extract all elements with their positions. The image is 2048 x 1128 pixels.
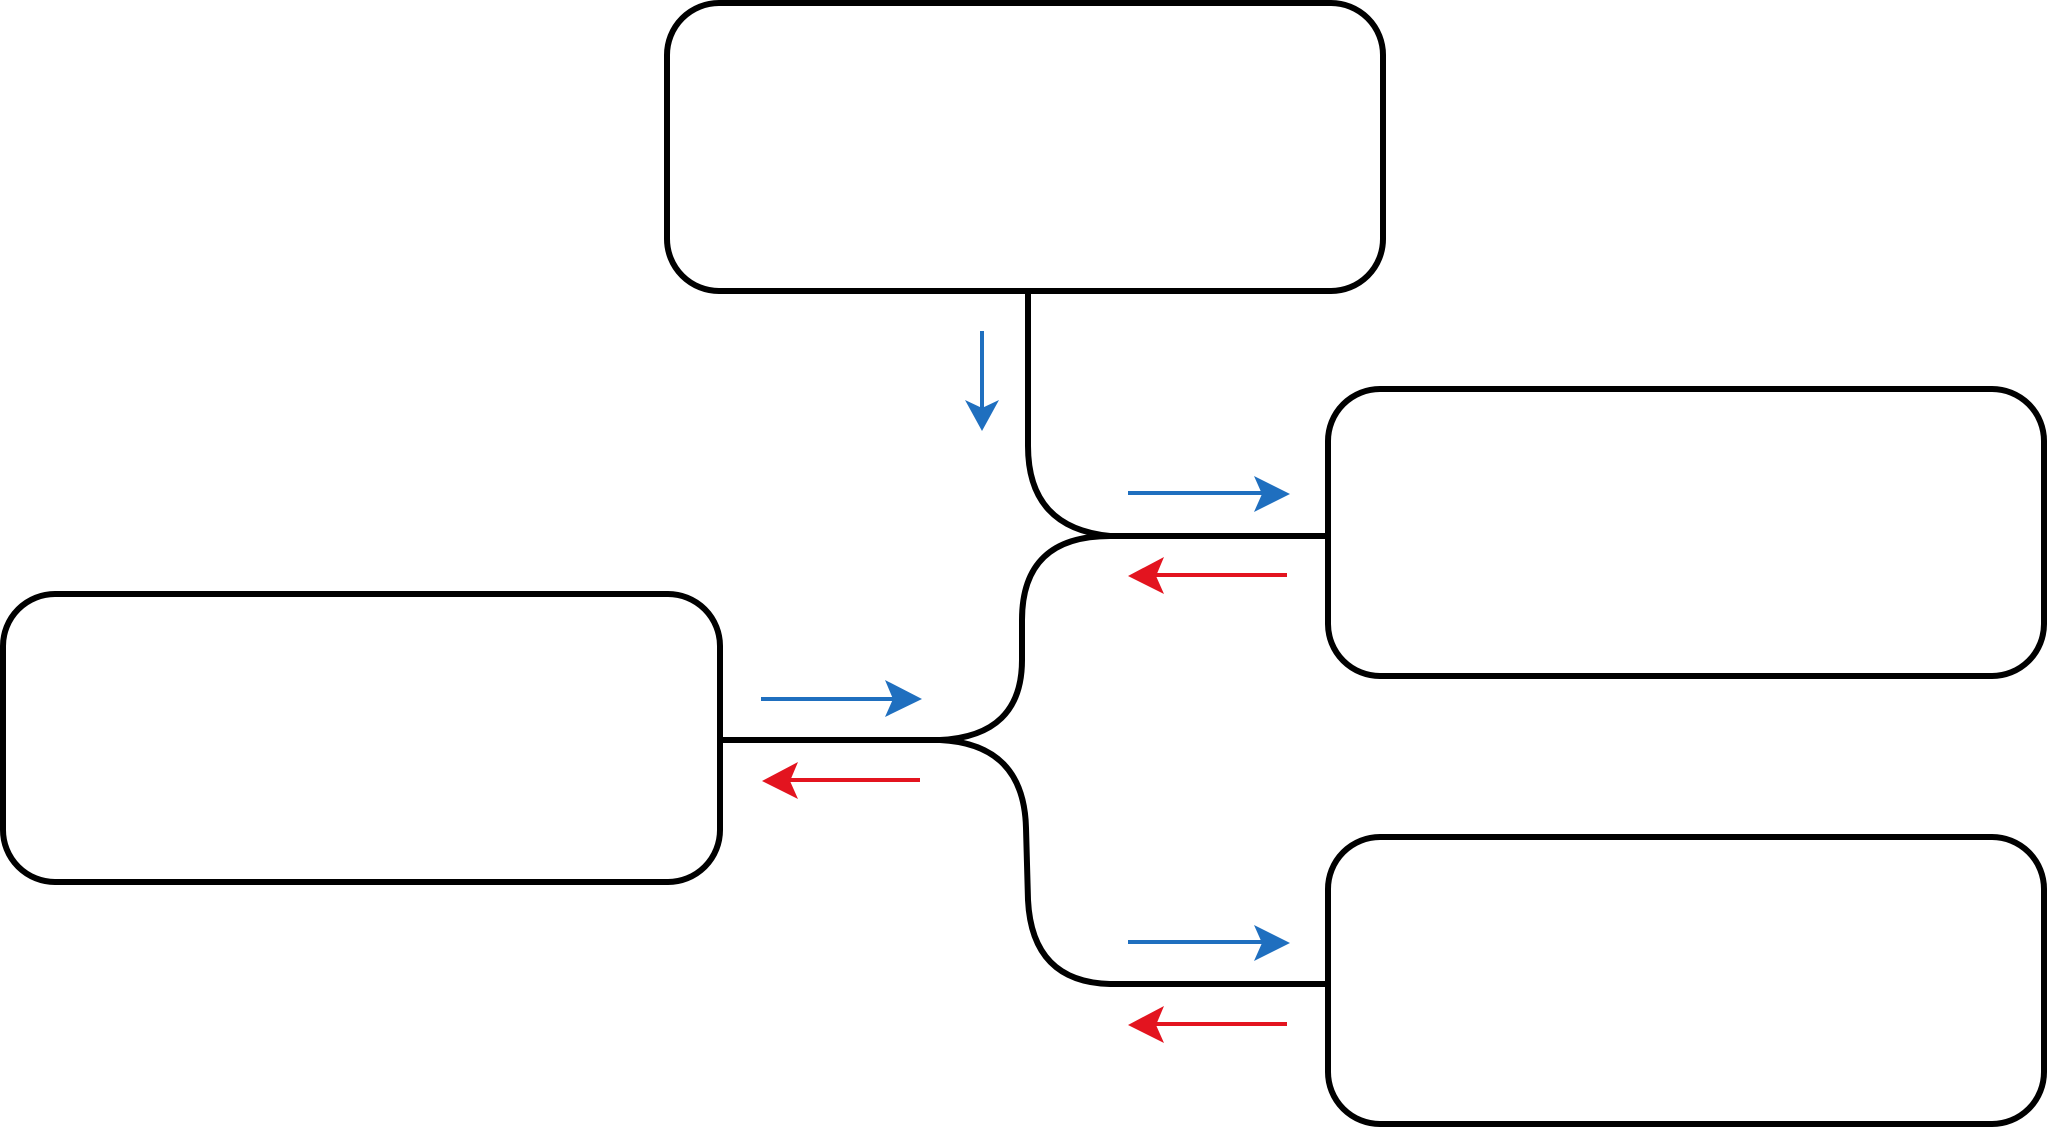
connector-top-to-right-upper [1025,289,1331,539]
left-arrow-lower [1128,1006,1287,1043]
right-arrow-left [761,680,922,717]
left-arrow-left [762,762,920,799]
down-arrow [965,331,999,431]
connector-left-to-right-lower [937,737,1331,987]
left-arrow-upper [1128,557,1287,594]
forward-arrows [761,331,1290,961]
connector-lines [717,289,1331,987]
right-lower-box [1325,834,2047,1127]
left-box [0,591,723,885]
right-arrow-lower [1128,925,1290,961]
right-upper-box [1325,386,2047,679]
top-box [664,0,1386,294]
backward-arrows [762,557,1287,1043]
connector-left-to-right-upper [717,533,1113,743]
right-arrow-upper [1128,476,1290,512]
